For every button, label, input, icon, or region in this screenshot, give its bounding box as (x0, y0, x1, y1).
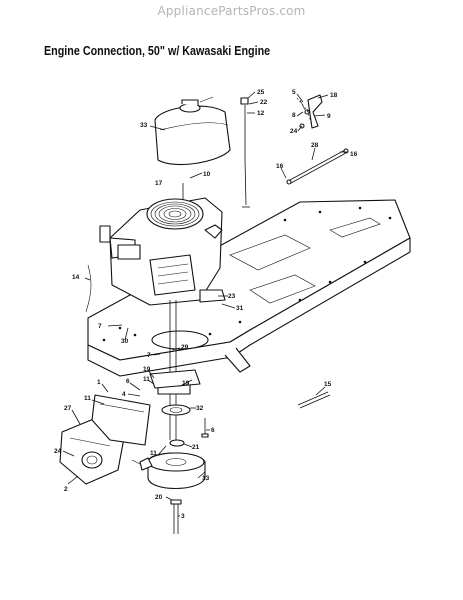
callout-9: 9 (327, 113, 331, 120)
callout-2: 2 (64, 486, 68, 493)
callout-11-left: 11 (84, 395, 91, 402)
callout-29: 29 (181, 344, 189, 351)
shim-15 (297, 391, 331, 409)
callout-17: 17 (155, 180, 163, 187)
callout-32: 32 (196, 405, 204, 412)
pulley-bracket (149, 369, 201, 389)
bolt-6 (201, 418, 209, 438)
callout-20: 20 (155, 494, 163, 501)
callout-13: 13 (202, 475, 210, 482)
callout-21: 21 (192, 444, 200, 451)
callout-5: 5 (292, 89, 296, 96)
callout-7-mid: 7 (147, 352, 151, 359)
callout-16-left: 16 (276, 163, 284, 170)
callout-33: 33 (140, 122, 148, 129)
callout-6-right: 6 (211, 427, 215, 434)
dipstick-tube (240, 97, 250, 208)
callout-1: 1 (97, 379, 101, 386)
callout-15: 15 (324, 381, 332, 388)
callout-3: 3 (181, 513, 185, 520)
fuel-tank (154, 96, 231, 166)
leader-lines (62, 91, 348, 517)
callout-30: 30 (121, 338, 129, 345)
watermark: AppliancePartsPros.com (157, 4, 306, 18)
callout-14: 14 (72, 274, 80, 281)
callout-24-top: 24 (290, 128, 298, 135)
diagram-title: Engine Connection, 50" w/ Kawasaki Engin… (44, 44, 271, 58)
engine-pulley-stack (157, 377, 191, 447)
callout-28: 28 (311, 142, 319, 149)
callout-6-left: 6 (126, 378, 130, 385)
callout-24-muffler: 24 (54, 448, 62, 455)
pto-clutch (131, 452, 206, 489)
choke-rod (286, 148, 349, 185)
callout-19: 19 (143, 366, 151, 373)
callout-labels: 33 10 17 25 22 12 5 18 8 9 24 28 16 16 1… (54, 89, 358, 520)
crankshaft (169, 300, 177, 440)
callout-22: 22 (260, 99, 268, 106)
callout-11-clutch: 11 (150, 450, 157, 457)
callout-18: 18 (330, 92, 338, 99)
callout-10: 10 (203, 171, 211, 178)
engine-assembly (99, 197, 226, 306)
callout-25: 25 (257, 89, 265, 96)
throttle-linkage (296, 94, 323, 129)
callout-27: 27 (64, 405, 72, 412)
callout-8: 8 (292, 112, 296, 119)
callout-12: 12 (257, 110, 265, 117)
callout-23: 23 (228, 293, 236, 300)
callout-4: 4 (122, 391, 126, 398)
callout-16-right: 16 (350, 151, 358, 158)
callout-19b: 19 (182, 380, 190, 387)
throttle-cable (85, 264, 92, 313)
callout-11-top: 11 (143, 376, 150, 383)
callout-31: 31 (236, 305, 244, 312)
clutch-bolt (170, 499, 182, 534)
exhaust-bracket (91, 394, 151, 446)
chassis-frame (87, 199, 411, 377)
callout-7-top: 7 (98, 323, 102, 330)
